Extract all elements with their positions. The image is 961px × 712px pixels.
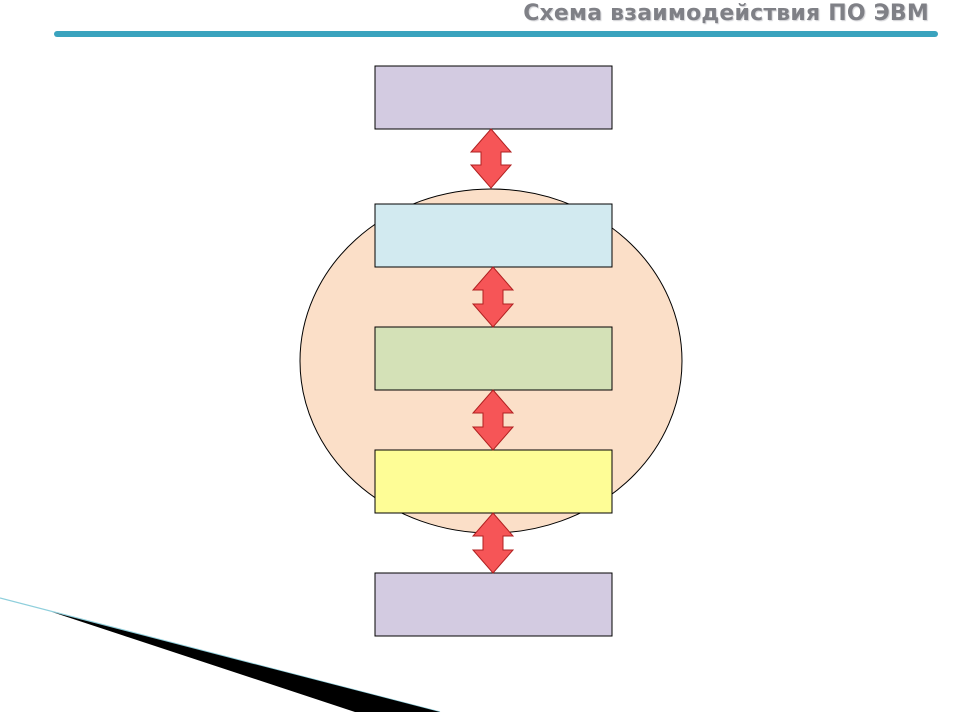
double-arrow-icon xyxy=(469,128,513,189)
double-arrow-icon xyxy=(471,266,515,328)
slide-title: Схема взаимодействия ПО ЭВМ xyxy=(523,1,929,26)
double-arrow-icon xyxy=(471,512,515,574)
title-underline-bar xyxy=(54,31,938,37)
middle-inner-layer-box[interactable] xyxy=(374,326,613,391)
lower-inner-layer-box[interactable] xyxy=(374,449,613,514)
double-arrow-icon xyxy=(471,389,515,451)
decorative-black-wedge xyxy=(52,612,440,712)
decorative-accent-line xyxy=(0,597,441,712)
top-layer-box[interactable] xyxy=(374,65,613,130)
bottom-layer-box[interactable] xyxy=(374,572,613,637)
upper-inner-layer-box[interactable] xyxy=(374,203,613,268)
